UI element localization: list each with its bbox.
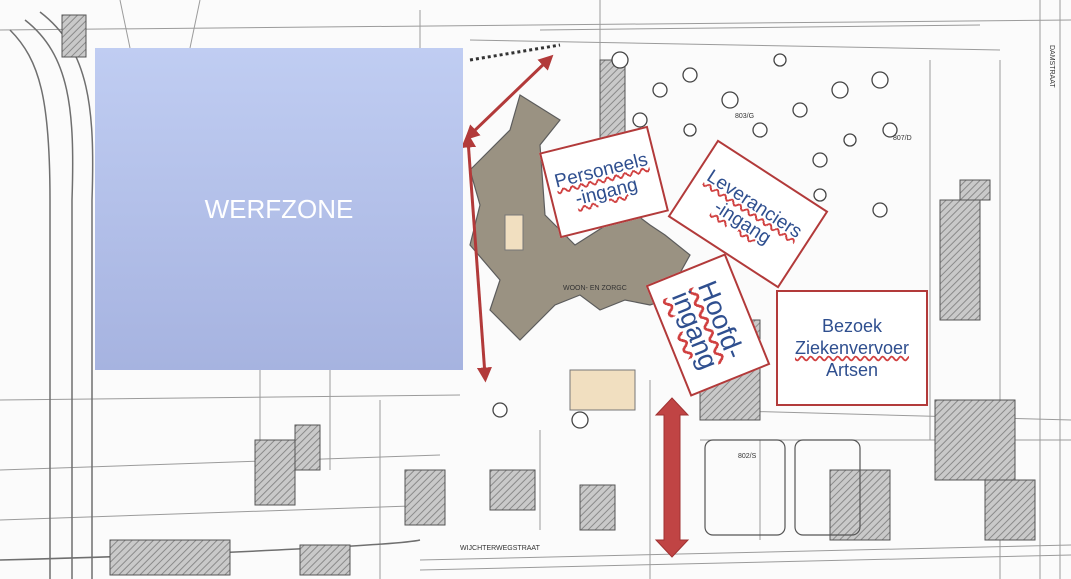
arrow-left-vertical [461,132,492,383]
callout-bezoek: Bezoek Ziekenvervoer Artsen [776,290,928,406]
parcel-label-3: 802/S [738,453,757,460]
callout-bezoek-line-2: Ziekenvervoer [794,338,910,358]
callout-bezoek-line-1: Bezoek [821,316,883,336]
werfzone-area: WERFZONE [95,48,463,370]
building-label: WOON- EN ZORGC [563,285,627,292]
callout-bezoek-line-3: Artsen [825,360,879,380]
fence-line [469,43,561,62]
parcel-label-2: 807/D [893,135,912,142]
street-label-bottom: WIJCHTERWEGSTRAAT [460,545,541,552]
arrow-top-diagonal [464,54,554,141]
tan-patches [504,214,636,411]
street-label-right: DAMSTRAAT [1048,45,1055,88]
parking-lots [704,439,861,536]
red-arrows [461,54,554,383]
parcel-label-1: 803/G [735,113,754,120]
werfzone-label: WERFZONE [204,193,354,224]
trees [492,51,898,429]
big-double-arrow [654,397,690,558]
left-road [0,11,421,579]
